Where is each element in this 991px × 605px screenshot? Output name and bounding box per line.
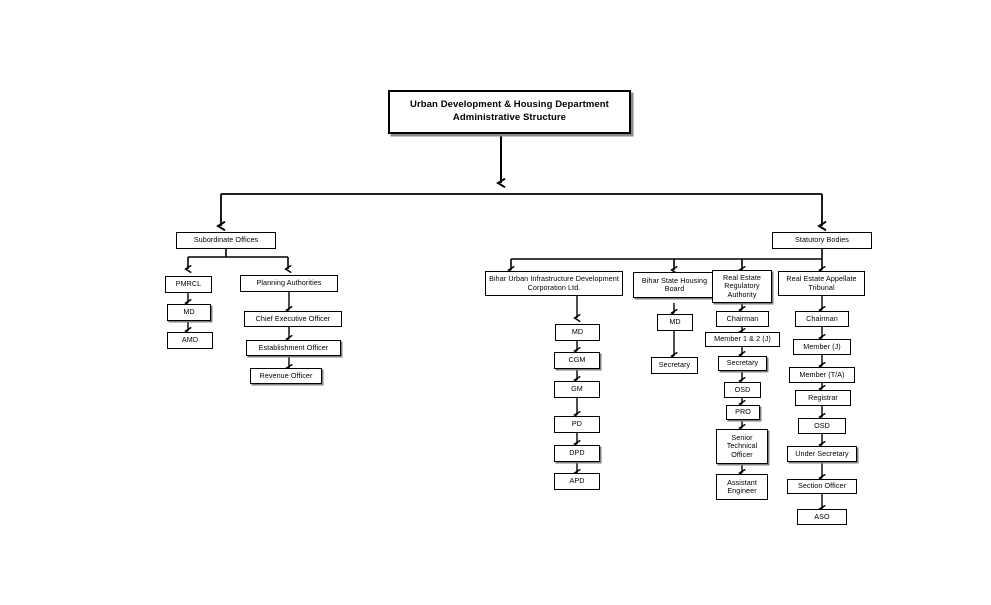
node-rera-assistant-engineer: Assistant Engineer xyxy=(716,474,768,500)
node-rera-osd: OSD xyxy=(724,382,761,398)
node-reat-registrar: Registrar xyxy=(795,390,851,406)
node-rera-chairman-label: Chairman xyxy=(726,313,759,323)
node-reat: Real Estate Appellate Tribunal xyxy=(778,271,865,296)
node-buidcl-md-label: MD xyxy=(571,327,584,337)
node-chief-executive-officer: Chief Executive Officer xyxy=(244,311,342,327)
node-reat-registrar-label: Registrar xyxy=(808,392,838,402)
node-rera-secretary: Secretary xyxy=(718,356,767,371)
node-rera-senior-technical-officer-label: Senior Technical Officer xyxy=(726,433,758,459)
node-root: Urban Development & Housing Department A… xyxy=(388,90,631,134)
node-reat-member-j-label: Member (J) xyxy=(803,341,841,351)
node-rera-osd-label: OSD xyxy=(734,384,751,394)
node-reat-member-ta-label: Member (T/A) xyxy=(799,369,845,379)
node-bshb-md-label: MD xyxy=(669,317,681,327)
node-rera: Real Estate Regulatory Authority xyxy=(712,270,772,303)
node-buidcl-apd: APD xyxy=(554,473,600,490)
node-buidcl-cgm-label: CGM xyxy=(568,355,586,365)
node-establishment-officer-label: Establishment Officer xyxy=(258,342,329,352)
node-rera-member-label: Member 1 & 2 (J) xyxy=(714,334,771,344)
node-pmrcl-amd: AMD xyxy=(167,332,213,349)
node-chief-executive-officer-label: Chief Executive Officer xyxy=(255,313,331,323)
node-pmrcl-md: MD xyxy=(167,304,211,321)
node-buidcl-pd-label: PD xyxy=(571,419,583,429)
node-buidcl-label: Bihar Urban Infrastructure Development C… xyxy=(489,274,619,292)
node-buidcl-gm: GM xyxy=(554,381,600,398)
node-planning-authorities-label: Planning Authorities xyxy=(256,278,322,288)
node-rera-assistant-engineer-label: Assistant Engineer xyxy=(727,477,757,495)
node-buidcl-dpd-label: DPD xyxy=(569,448,585,458)
node-reat-chairman: Chairman xyxy=(795,311,849,327)
node-rera-pro-label: PRO xyxy=(735,407,751,417)
node-pmrcl: PMRCL xyxy=(165,276,212,293)
node-buidcl-dpd: DPD xyxy=(554,445,600,462)
node-reat-under-secretary: Under Secretary xyxy=(787,446,857,462)
node-rera-member: Member 1 & 2 (J) xyxy=(705,332,780,347)
node-bihar-state-housing-board: Bihar State Housing Board xyxy=(633,272,716,298)
node-reat-under-secretary-label: Under Secretary xyxy=(795,448,849,458)
node-revenue-officer-label: Revenue Officer xyxy=(259,370,313,380)
node-subordinate-offices-label: Subordinate Offices xyxy=(193,235,259,245)
node-reat-osd-label: OSD xyxy=(814,420,830,430)
node-reat-osd: OSD xyxy=(798,418,846,434)
node-bshb-secretary-label: Secretary xyxy=(658,360,691,370)
node-reat-section-officer-label: Section Officer xyxy=(797,481,847,491)
node-planning-authorities: Planning Authorities xyxy=(240,275,338,292)
node-establishment-officer: Establishment Officer xyxy=(246,340,341,356)
node-bshb-md: MD xyxy=(657,314,693,331)
node-root-label: Urban Development & Housing Department A… xyxy=(410,99,609,123)
node-statutory-bodies: Statutory Bodies xyxy=(772,232,872,249)
node-reat-member-ta: Member (T/A) xyxy=(789,367,855,383)
node-buidcl-cgm: CGM xyxy=(554,352,600,369)
node-reat-chairman-label: Chairman xyxy=(806,313,838,323)
node-pmrcl-md-label: MD xyxy=(183,307,195,317)
node-rera-label: Real Estate Regulatory Authority xyxy=(723,273,761,299)
node-buidcl-apd-label: APD xyxy=(569,476,585,486)
node-bihar-state-housing-board-label: Bihar State Housing Board xyxy=(641,275,708,293)
node-reat-section-officer: Section Officer xyxy=(787,479,857,494)
node-bshb-secretary: Secretary xyxy=(651,357,698,374)
node-buidcl-pd: PD xyxy=(554,416,600,433)
node-revenue-officer: Revenue Officer xyxy=(250,368,322,384)
node-rera-chairman: Chairman xyxy=(716,311,769,327)
node-rera-senior-technical-officer: Senior Technical Officer xyxy=(716,429,768,464)
node-reat-aso-label: ASO xyxy=(814,511,830,521)
node-statutory-bodies-label: Statutory Bodies xyxy=(795,235,849,245)
node-rera-secretary-label: Secretary xyxy=(726,358,759,368)
node-pmrcl-label: PMRCL xyxy=(175,279,202,289)
node-reat-member-j: Member (J) xyxy=(793,339,851,355)
node-rera-pro: PRO xyxy=(726,405,760,420)
node-reat-aso: ASO xyxy=(797,509,847,525)
node-subordinate-offices: Subordinate Offices xyxy=(176,232,276,249)
node-buidcl-md: MD xyxy=(555,324,600,341)
node-buidcl-gm-label: GM xyxy=(571,384,583,394)
node-reat-label: Real Estate Appellate Tribunal xyxy=(786,274,857,292)
node-buidcl: Bihar Urban Infrastructure Development C… xyxy=(485,271,623,296)
node-pmrcl-amd-label: AMD xyxy=(181,335,199,345)
